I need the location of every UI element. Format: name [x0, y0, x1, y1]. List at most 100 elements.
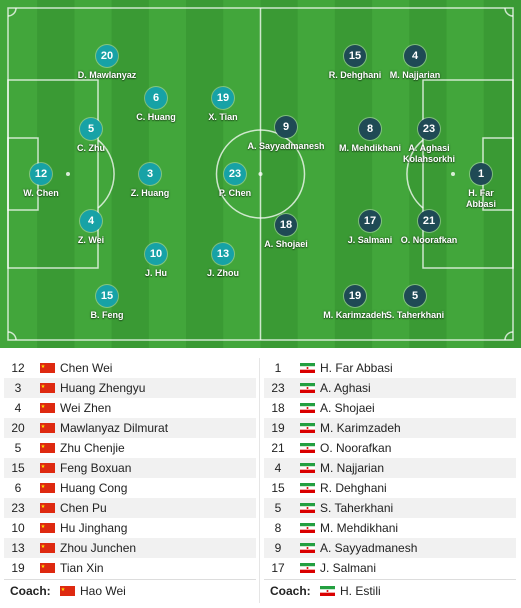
- home-coach: Coach: Hao Wei: [4, 579, 256, 602]
- lineup-row[interactable]: 13 Zhou Junchen: [4, 538, 256, 558]
- lineup-row[interactable]: 15 R. Dehghani: [264, 478, 516, 498]
- away-coach: Coach: H. Estili: [264, 579, 516, 602]
- lineup-row[interactable]: 19 Tian Xin: [4, 558, 256, 578]
- lineup-player-name[interactable]: Chen Pu: [60, 501, 107, 515]
- lineup-player-name[interactable]: M. Karimzadeh: [320, 421, 401, 435]
- iran-flag-icon: [320, 586, 335, 596]
- lineup-player-name[interactable]: A. Aghasi: [320, 381, 371, 395]
- player-number: 23: [418, 118, 440, 140]
- lineup-number: 6: [14, 481, 22, 495]
- lineup-player-name[interactable]: M. Najjarian: [320, 461, 385, 475]
- lineup-player-name[interactable]: M. Mehdikhani: [320, 521, 399, 535]
- player-number: 4: [80, 210, 102, 232]
- lineup-row[interactable]: 20 Mawlanyaz Dilmurat: [4, 418, 256, 438]
- pitch-stripe: [260, 0, 298, 348]
- player-number: 10: [145, 243, 167, 265]
- lineup-number: 20: [11, 421, 25, 435]
- lineup-number: 19: [11, 561, 25, 575]
- player-number: 19: [212, 87, 234, 109]
- lineup-player-name[interactable]: Tian Xin: [60, 561, 104, 575]
- lineup-player-name[interactable]: A. Sayyadmanesh: [320, 541, 418, 555]
- lineup-row[interactable]: 9 A. Sayyadmanesh: [264, 538, 516, 558]
- lineup-number: 1: [274, 361, 282, 375]
- player-name: J. Zhou: [207, 268, 239, 278]
- player-name: A. Aghasi Kolahsorkhi: [402, 143, 455, 164]
- player-name: H. Far Abbasi: [465, 188, 496, 209]
- lineup-row[interactable]: 10 Hu Jinghang: [4, 518, 256, 538]
- lineup-player-name[interactable]: A. Shojaei: [320, 401, 375, 415]
- china-flag-icon: [40, 503, 55, 513]
- coach-label: Coach:: [10, 584, 51, 598]
- lineup-player-name[interactable]: Chen Wei: [60, 361, 113, 375]
- lineup-row[interactable]: 17 J. Salmani: [264, 558, 516, 578]
- iran-flag-icon: [300, 523, 315, 533]
- iran-flag-icon: [300, 423, 315, 433]
- lineup-number: 19: [271, 421, 285, 435]
- player-number: 13: [212, 243, 234, 265]
- lineup-number: 23: [11, 501, 25, 515]
- player-name: Z. Huang: [130, 188, 170, 198]
- china-flag-icon: [40, 443, 55, 453]
- china-flag-icon: [60, 586, 75, 596]
- iran-flag-icon: [300, 403, 315, 413]
- lineup-player-name[interactable]: J. Salmani: [320, 561, 377, 575]
- lineup-player-name[interactable]: Zhu Chenjie: [60, 441, 125, 455]
- player-number: 1: [470, 163, 492, 185]
- lineup-player-name[interactable]: Zhou Junchen: [60, 541, 137, 555]
- lineup-number: 5: [274, 501, 282, 515]
- lineup-number: 8: [274, 521, 282, 535]
- iran-flag-icon: [300, 463, 315, 473]
- lineup-row[interactable]: 15 Feng Boxuan: [4, 458, 256, 478]
- player-number: 4: [404, 45, 426, 67]
- lineup-player-name[interactable]: R. Dehghani: [320, 481, 387, 495]
- player-number: 21: [418, 210, 440, 232]
- lineup-number: 13: [11, 541, 25, 555]
- lineup-player-name[interactable]: Feng Boxuan: [60, 461, 132, 475]
- lineup-player-name[interactable]: Mawlanyaz Dilmurat: [60, 421, 169, 435]
- coach-name: H. Estili: [340, 584, 381, 598]
- lineup-player-name[interactable]: Hu Jinghang: [60, 521, 128, 535]
- player-number: 19: [344, 285, 366, 307]
- lineup-row[interactable]: 23 Chen Pu: [4, 498, 256, 518]
- lineup-player-name[interactable]: H. Far Abbasi: [320, 361, 393, 375]
- player-name: J. Salmani: [347, 235, 393, 245]
- lineup-number: 17: [271, 561, 285, 575]
- player-number: 3: [139, 163, 161, 185]
- column-divider: [259, 358, 260, 603]
- lineup-player-name[interactable]: Huang Zhengyu: [60, 381, 146, 395]
- player-name: B. Feng: [90, 310, 124, 320]
- lineup-number: 15: [11, 461, 25, 475]
- china-flag-icon: [40, 463, 55, 473]
- china-flag-icon: [40, 423, 55, 433]
- player-number: 12: [30, 163, 52, 185]
- lineup-player-name[interactable]: S. Taherkhani: [320, 501, 394, 515]
- lineup-number: 15: [271, 481, 285, 495]
- player-name: O. Noorafkan: [400, 235, 458, 245]
- lineup-row[interactable]: 1 H. Far Abbasi: [264, 358, 516, 378]
- coach-label: Coach:: [270, 584, 311, 598]
- lineup-row[interactable]: 8 M. Mehdikhani: [264, 518, 516, 538]
- lineup-player-name[interactable]: Huang Cong: [60, 481, 128, 495]
- lineup-row[interactable]: 5 S. Taherkhani: [264, 498, 516, 518]
- lineup-number: 10: [11, 521, 25, 535]
- player-number: 5: [404, 285, 426, 307]
- player-number: 8: [359, 118, 381, 140]
- lineup-row[interactable]: 19 M. Karimzadeh: [264, 418, 516, 438]
- lineup-number: 9: [274, 541, 282, 555]
- lineup-player-name[interactable]: O. Noorafkan: [320, 441, 392, 455]
- iran-flag-icon: [300, 383, 315, 393]
- lineup-player-name[interactable]: Wei Zhen: [60, 401, 112, 415]
- player-name: C. Huang: [136, 112, 176, 122]
- china-flag-icon: [40, 543, 55, 553]
- lineup-row[interactable]: 6 Huang Cong: [4, 478, 256, 498]
- china-flag-icon: [40, 383, 55, 393]
- iran-flag-icon: [300, 363, 315, 373]
